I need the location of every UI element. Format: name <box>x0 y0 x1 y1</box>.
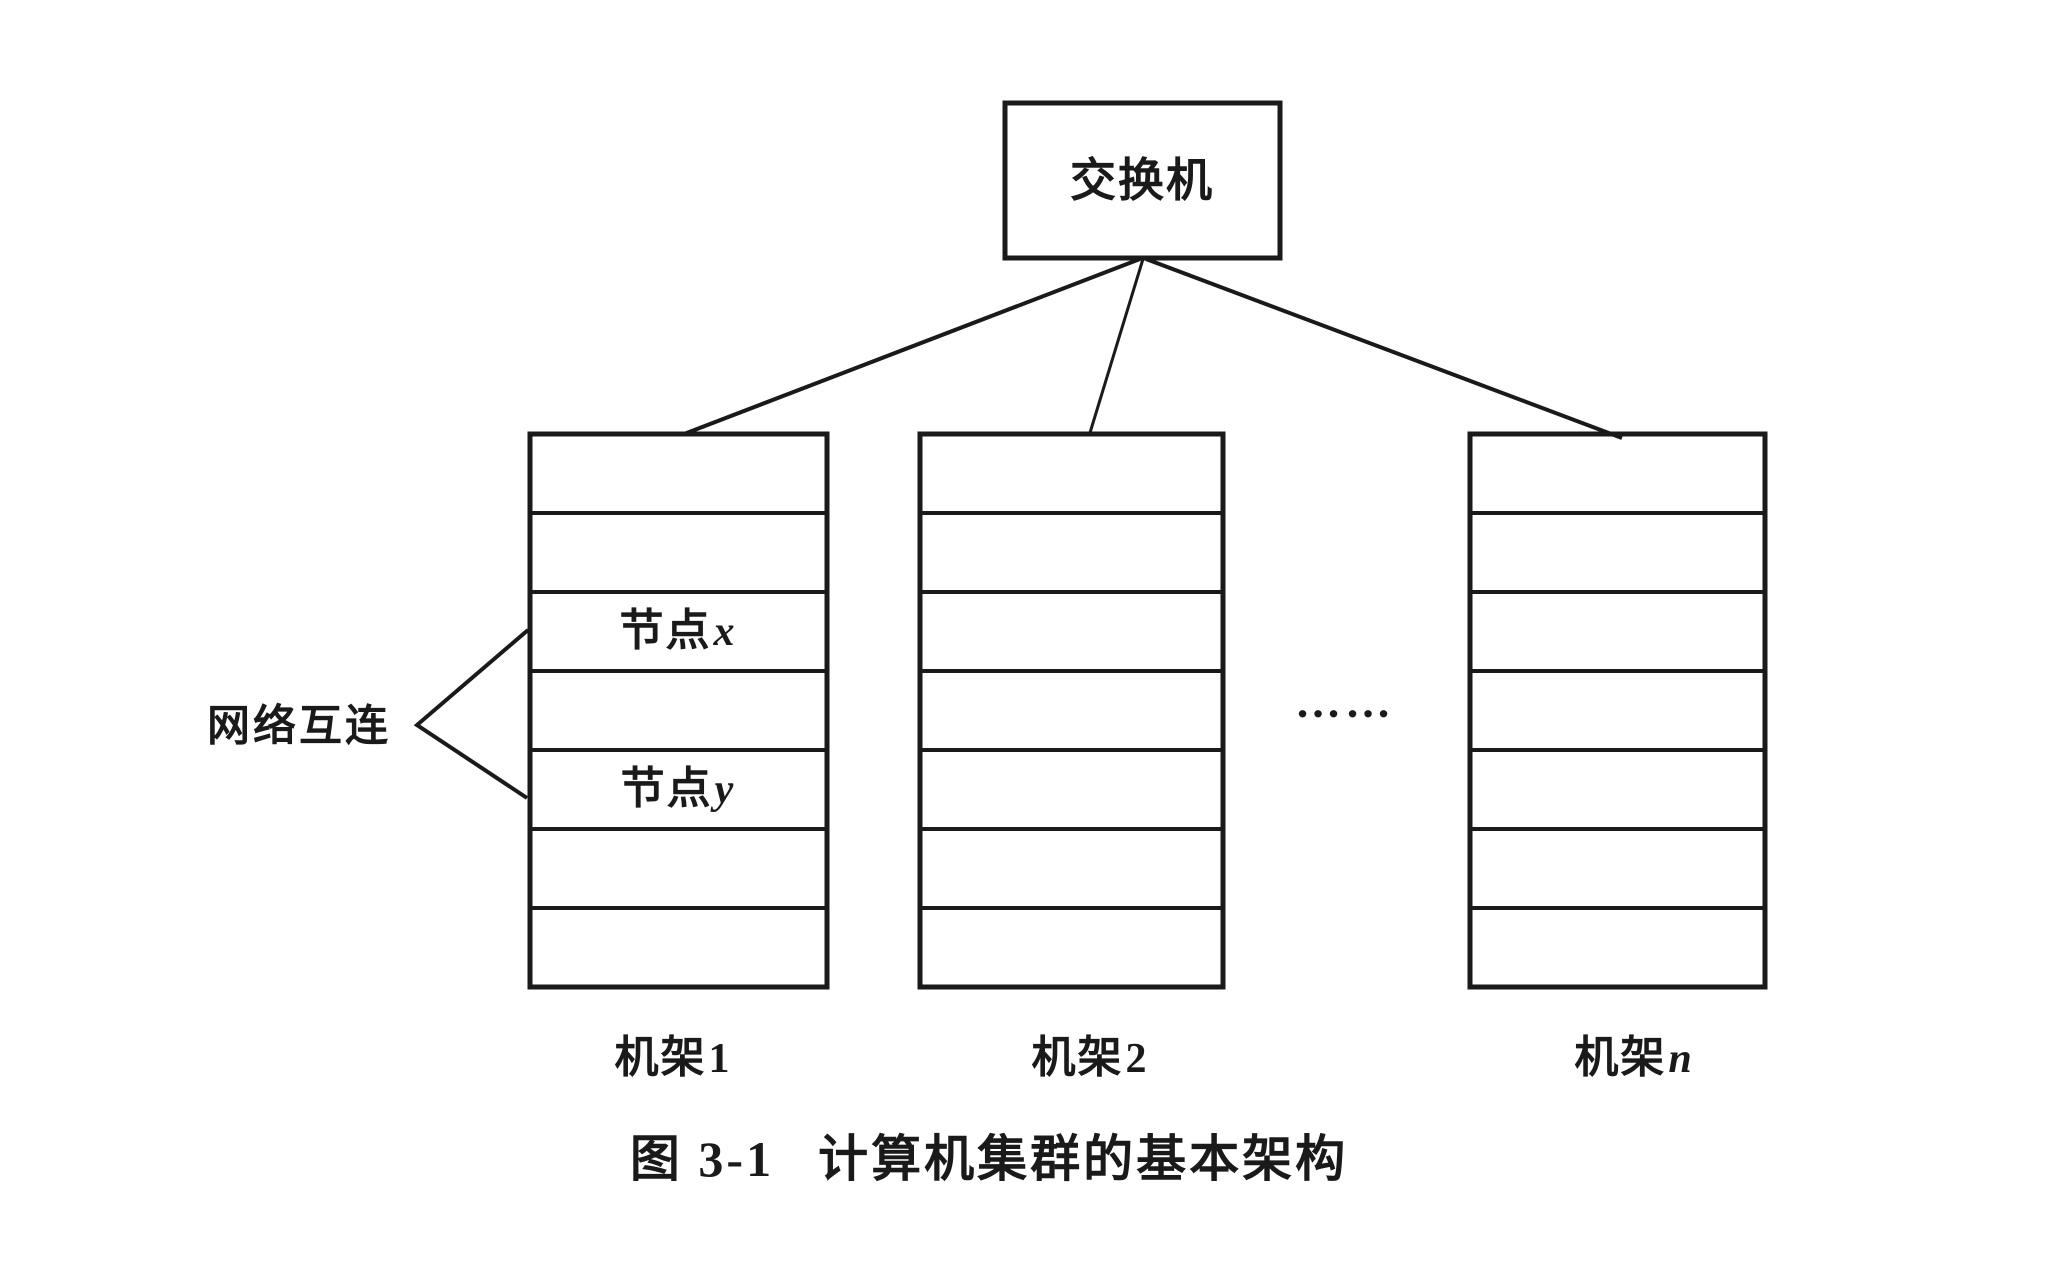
rack-n-label-prefix: 机架 <box>1574 1033 1667 1082</box>
rack-2-label-var: 2 <box>1125 1036 1149 1082</box>
switch-box <box>1002 100 1283 261</box>
node-x-var: x <box>713 609 737 655</box>
rack-2-label-prefix: 机架 <box>1031 1033 1124 1082</box>
caption-title: 计算机集群的基本架构 <box>818 1131 1349 1187</box>
rack-n-label-var: n <box>1668 1036 1694 1082</box>
rack-1-frame <box>527 431 830 990</box>
link-switch-rack1 <box>683 257 1141 436</box>
link-switch-rackn <box>1145 257 1623 440</box>
node-y-prefix: 节点 <box>620 764 713 813</box>
interconnect-brace <box>413 628 530 800</box>
ellipsis-dots: …… <box>1295 676 1395 727</box>
rack-1-label-prefix: 机架 <box>614 1033 707 1082</box>
link-switch-rack2 <box>1087 258 1145 437</box>
rack-2-frame <box>917 431 1226 990</box>
switch-label: 交换机 <box>1070 155 1214 206</box>
rack-n-frame <box>1467 431 1768 990</box>
caption-number: 图 3-1 <box>629 1131 775 1187</box>
node-x-prefix: 节点 <box>619 606 712 655</box>
rack-1-label-var: 1 <box>708 1036 732 1082</box>
node-x-label: 节点x <box>619 606 737 655</box>
interconnect-label: 网络互连 <box>207 703 391 751</box>
rack-2-label: 机架2 <box>1031 1033 1149 1082</box>
node-y-var: y <box>714 767 736 813</box>
rack-n-label: 机架n <box>1574 1033 1694 1082</box>
figure-caption: 图 3-1 计算机集群的基本架构 <box>630 1134 1348 1184</box>
rack-1-label: 机架1 <box>614 1033 732 1082</box>
node-y-label: 节点y <box>620 764 736 813</box>
